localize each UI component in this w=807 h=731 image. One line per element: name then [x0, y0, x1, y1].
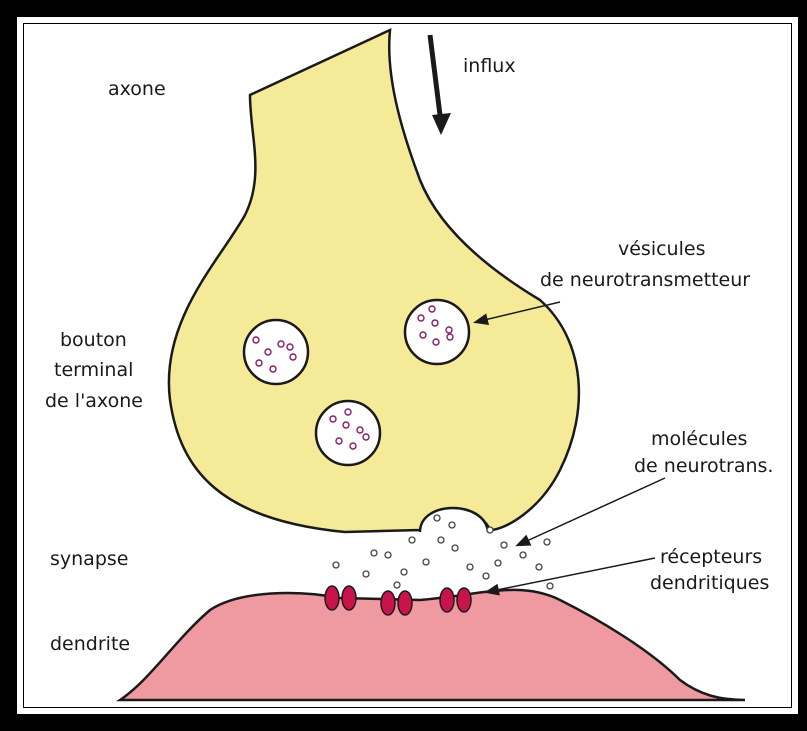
influx-arrow: [430, 35, 451, 135]
label-recepteurs-2: dendritiques: [650, 572, 769, 594]
vesicle-dot: [363, 434, 369, 440]
vesicle-right: [405, 300, 469, 364]
dendrite-shape: [120, 590, 745, 700]
neurotransmitter-molecule: [520, 552, 526, 558]
vesicle-dot: [278, 341, 284, 347]
label-molecules-1: molécules: [651, 428, 747, 450]
neurotransmitter-molecule: [333, 562, 339, 568]
vesicle-dot: [343, 422, 349, 428]
label-influx: influx: [463, 55, 516, 77]
label-vesicules-2: de neurotransmetteur: [540, 269, 750, 291]
neurotransmitter-molecule: [363, 571, 369, 577]
vesicle-dot: [350, 443, 356, 449]
neurotransmitter-molecule: [449, 522, 455, 528]
neurotransmitter-molecule: [544, 539, 550, 545]
vesicle-dot: [446, 327, 452, 333]
vesicle-dot: [447, 334, 453, 340]
vesicle-dot: [287, 344, 293, 350]
vesicle-dot: [290, 354, 296, 360]
receptor: [381, 591, 395, 615]
vesicle-dot: [429, 306, 435, 312]
vesicle-dot: [432, 320, 438, 326]
vesicle-dot: [270, 366, 276, 372]
neurotransmitter-molecule: [501, 542, 507, 548]
label-vesicules-1: vésicules: [618, 238, 705, 260]
axon-terminal: [169, 30, 579, 532]
neurotransmitter-molecule: [495, 560, 501, 566]
receptor: [440, 588, 454, 612]
receptor: [325, 586, 339, 610]
vesicle-left: [244, 320, 308, 384]
vesicle-dot: [256, 360, 262, 366]
vesicle-dot: [420, 332, 426, 338]
receptor: [398, 591, 412, 615]
neurotransmitter-molecule: [409, 537, 415, 543]
neurotransmitter-molecule: [394, 582, 400, 588]
vesicle-dot: [433, 339, 439, 345]
vesicle-dot: [330, 416, 336, 422]
neurotransmitter-molecule: [371, 550, 377, 556]
neurotransmitter-molecule: [434, 515, 440, 521]
vesicle-dot: [265, 349, 271, 355]
neurotransmitter-molecule: [547, 583, 553, 589]
neurotransmitter-molecule: [452, 545, 458, 551]
neurotransmitter-molecule: [401, 569, 407, 575]
label-dendrite: dendrite: [50, 633, 130, 655]
neurotransmitter-molecule: [438, 537, 444, 543]
receptor-pointer-arrow: [487, 558, 655, 592]
vesicle-dot: [357, 427, 363, 433]
neurotransmitter-molecule: [487, 527, 493, 533]
neurotransmitter-molecule: [467, 564, 473, 570]
label-axone: axone: [108, 78, 166, 100]
receptor: [342, 586, 356, 610]
neurotransmitter-molecule: [423, 559, 429, 565]
label-bouton-3: de l'axone: [45, 390, 143, 412]
label-molecules-2: de neurotrans.: [634, 455, 773, 477]
label-bouton-1: bouton: [60, 329, 127, 351]
neurotransmitter-molecule: [385, 552, 391, 558]
vesicle-dot: [345, 409, 351, 415]
label-synapse: synapse: [50, 548, 128, 570]
receptor: [457, 588, 471, 612]
neurotransmitter-molecule: [536, 564, 542, 570]
label-bouton-2: terminal: [54, 359, 133, 381]
vesicle-dot: [253, 337, 259, 343]
vesicle-dot: [418, 315, 424, 321]
label-recepteurs-1: récepteurs: [660, 546, 762, 568]
vesicle-dot: [336, 438, 342, 444]
neurotransmitter-molecule: [483, 573, 489, 579]
